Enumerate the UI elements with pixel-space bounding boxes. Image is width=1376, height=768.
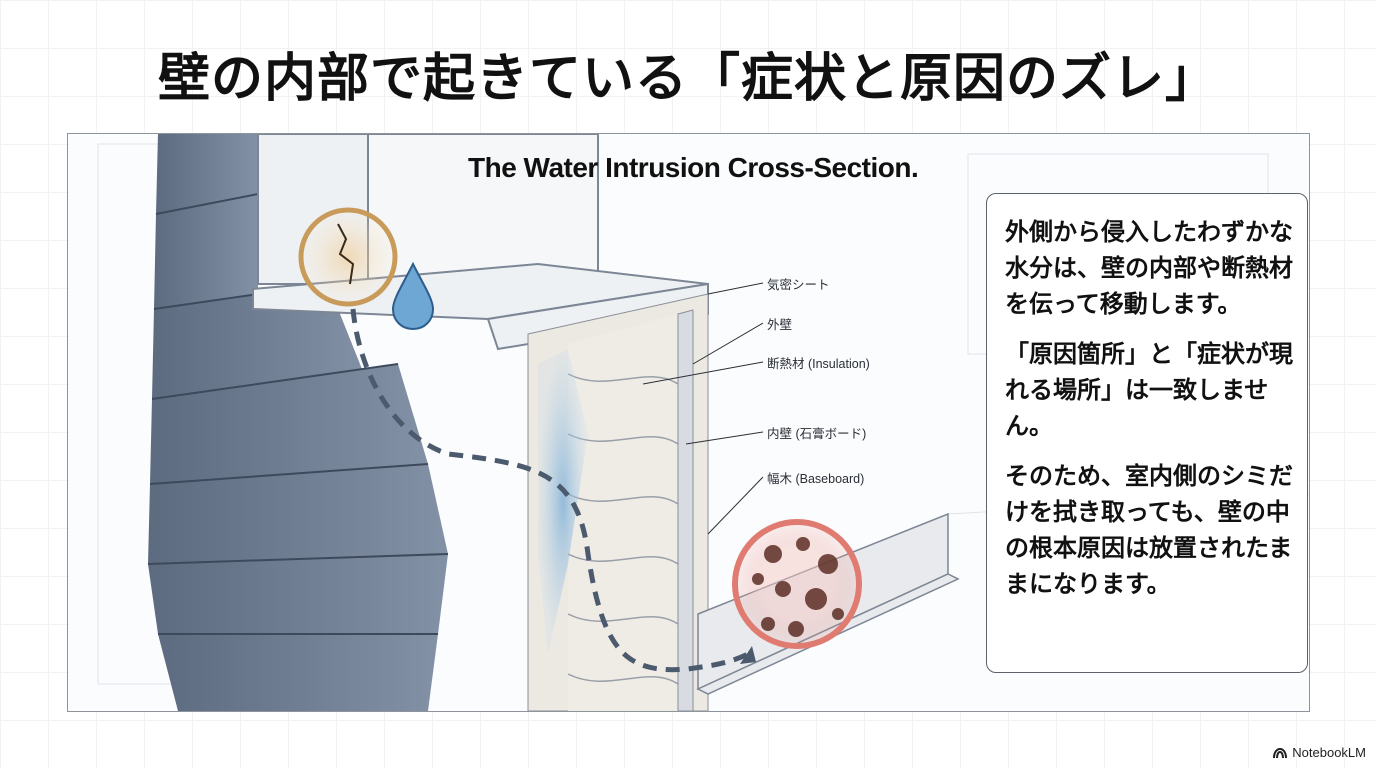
explanation-panel: 外側から侵入したわずかな水分は、壁の内部や断熱材を伝って移動します。 「原因箇所… <box>986 193 1308 673</box>
notebooklm-logo: NotebookLM <box>1272 745 1366 760</box>
callout-baseboard: 幅木 (Baseboard) <box>767 472 865 486</box>
callout-exterior-wall: 外壁 <box>767 318 793 332</box>
arrowhead-icon <box>740 646 756 664</box>
logo-text: NotebookLM <box>1292 745 1366 760</box>
callout-interior-wall: 内壁 (石膏ボード) <box>767 427 867 441</box>
mold-stain-marker <box>732 519 862 649</box>
explanation-paragraph-1: 外側から侵入したわずかな水分は、壁の内部や断熱材を伝って移動します。 <box>1005 218 1293 318</box>
figure-caption: The Water Intrusion Cross-Section. <box>468 152 919 183</box>
water-drop-icon <box>391 261 435 331</box>
exterior-siding <box>147 134 449 711</box>
wall-layers <box>527 293 709 711</box>
cross-section-illustration <box>97 134 1309 711</box>
crack-marker <box>298 207 398 307</box>
explanation-paragraph-2: 「原因箇所」と「症状が現れる場所」は一致しません。 <box>1005 340 1293 440</box>
callout-leaders <box>642 282 764 535</box>
callout-insulation: 断熱材 (Insulation) <box>767 357 870 371</box>
explanation-paragraph-3: そのため、室内側のシミだけを拭き取っても、壁の中の根本原因は放置されたままになり… <box>1005 462 1293 598</box>
slide-title: 壁の内部で起きている「症状と原因のズレ」 <box>157 49 1218 109</box>
callout-airtight-sheet: 気密シート <box>767 278 830 292</box>
notebooklm-icon <box>1273 747 1288 758</box>
